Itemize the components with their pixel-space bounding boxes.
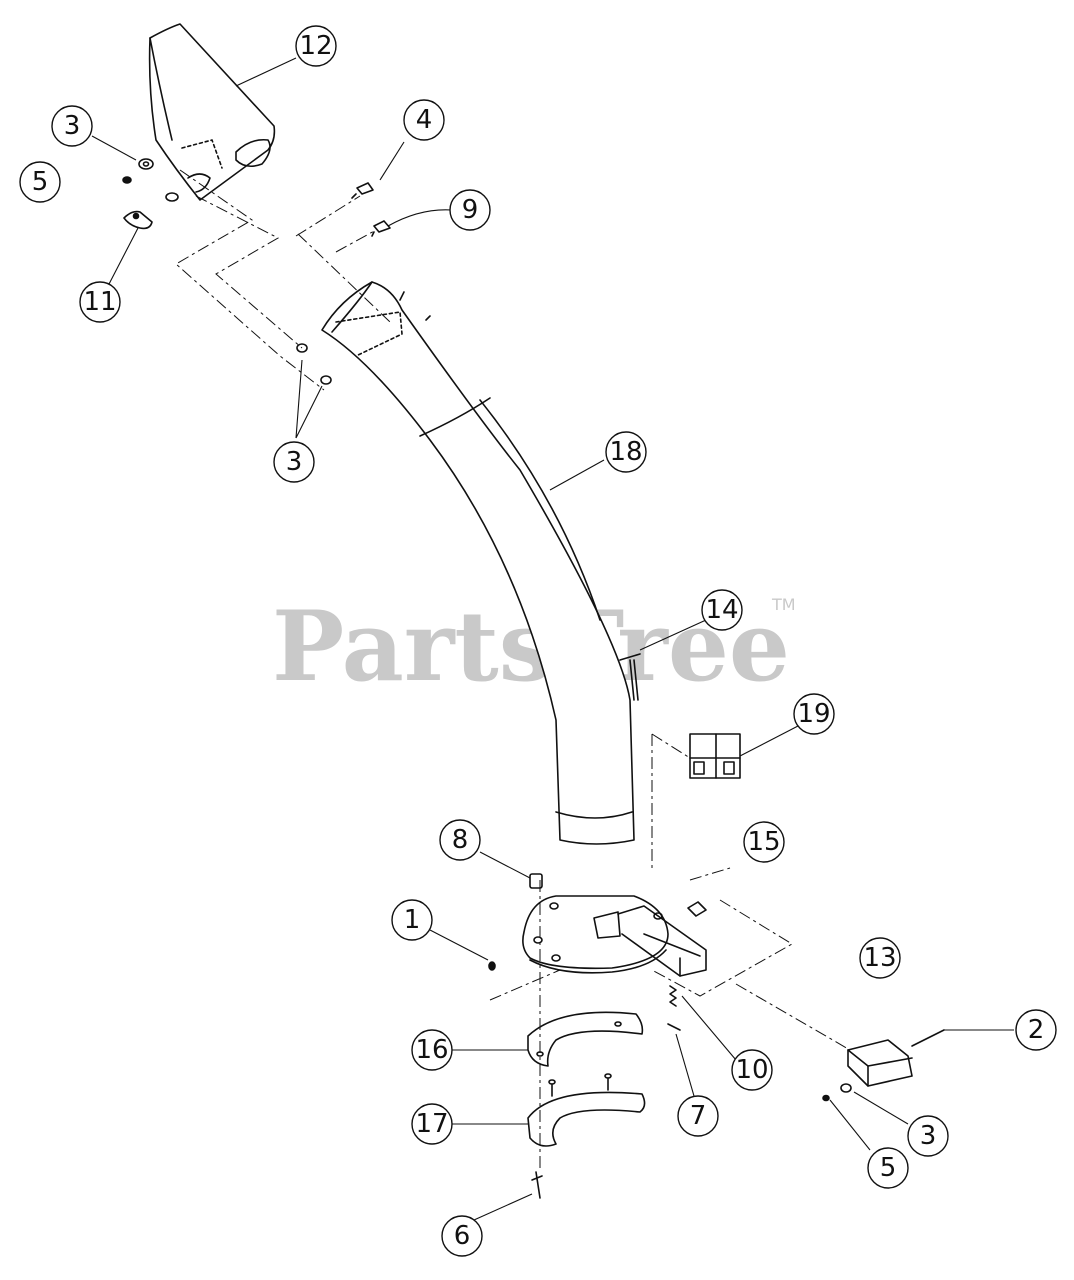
leader-11 — [107, 227, 139, 287]
leader-3c — [853, 1091, 909, 1125]
callout-5: 5 — [880, 1153, 897, 1183]
part-bracket — [822, 1029, 945, 1102]
leader-8 — [479, 851, 531, 879]
callout-14: 14 — [705, 595, 738, 625]
leader-10 — [681, 995, 737, 1061]
callout-19: 19 — [797, 699, 830, 729]
leader-1 — [429, 929, 489, 961]
callout-9: 9 — [462, 195, 479, 225]
part-nut — [488, 961, 496, 971]
callout-11: 11 — [83, 287, 116, 317]
callout-13: 13 — [863, 943, 896, 973]
callout-3: 3 — [286, 447, 303, 477]
callout-15: 15 — [747, 827, 780, 857]
leader-4 — [379, 141, 405, 181]
leader-19 — [739, 725, 799, 757]
leader-18 — [549, 459, 605, 491]
phantom-lines — [175, 169, 851, 1170]
callout-12: 12 — [299, 31, 332, 61]
callout-3: 3 — [920, 1121, 937, 1151]
callout-2: 2 — [1028, 1015, 1045, 1045]
part-chute-tube — [296, 281, 635, 845]
leader-12 — [235, 57, 297, 87]
callout-16: 16 — [415, 1035, 448, 1065]
part-pin — [619, 653, 641, 701]
watermark-tm: TM — [771, 595, 796, 614]
leader-3b — [295, 359, 323, 439]
leader-9 — [387, 209, 453, 227]
part-deflector — [148, 23, 276, 201]
callout-10: 10 — [735, 1055, 768, 1085]
part-spring — [669, 985, 677, 1007]
callout-3: 3 — [64, 111, 81, 141]
part-keeper-upper — [527, 1011, 644, 1067]
part-cotter — [667, 1023, 681, 1031]
callout-7: 7 — [690, 1101, 707, 1131]
leader-5b — [829, 1099, 871, 1151]
part-chute-base — [522, 895, 707, 977]
callout-4: 4 — [416, 105, 433, 135]
part-bolt — [531, 1171, 543, 1199]
callout-18: 18 — [609, 437, 642, 467]
leader-6 — [473, 1193, 533, 1221]
leader-3a — [91, 135, 137, 161]
part-rod-nut — [529, 873, 543, 889]
callout-1: 1 — [404, 905, 421, 935]
callout-5: 5 — [32, 167, 49, 197]
callout-8: 8 — [452, 825, 469, 855]
part-keeper-lower — [527, 1073, 646, 1147]
part-deflector-hardware — [122, 158, 391, 237]
leader-7 — [675, 1033, 695, 1097]
part-decal — [689, 733, 741, 779]
callout-6: 6 — [454, 1221, 471, 1251]
callout-17: 17 — [415, 1109, 448, 1139]
leader-14 — [639, 619, 707, 651]
